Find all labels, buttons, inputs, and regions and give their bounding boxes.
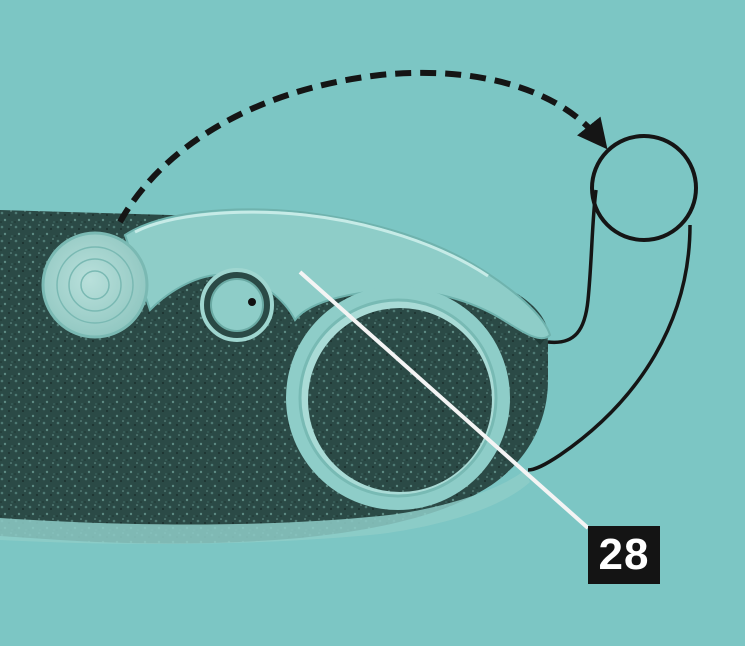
- callout-number: 28: [599, 533, 650, 577]
- film-path-return: [528, 225, 690, 470]
- film-path-line: [548, 190, 596, 342]
- callout-label: 28: [588, 526, 660, 584]
- film-roll-circle-icon: [592, 136, 696, 240]
- dashed-motion-arrow-icon: [120, 73, 600, 222]
- rewind-knob: [43, 233, 147, 337]
- spool-chamber: [286, 286, 510, 510]
- pivot-pin: [202, 270, 272, 340]
